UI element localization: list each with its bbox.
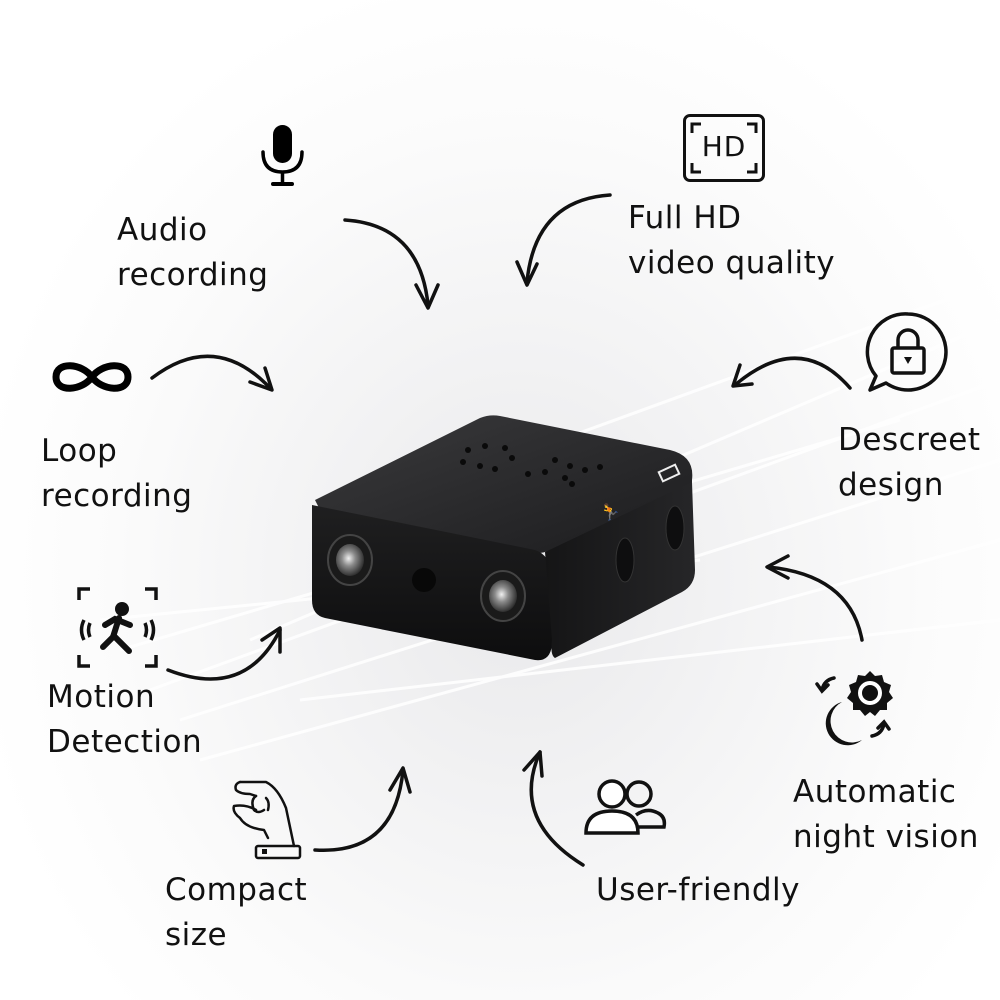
pinching-hand-icon [232,780,302,860]
label-line: Audio [117,212,208,248]
motion-detection-icon [77,587,158,668]
infinity-icon [52,362,132,392]
feature-label-compact: Compact size [165,868,307,958]
label-line: Motion [47,679,156,715]
label-line: recording [117,257,269,293]
users-icon [584,779,667,835]
microphone-icon [261,125,304,186]
label-line: Full HD [628,200,742,236]
label-line: size [165,917,228,953]
mini-camera-device: 🏃 [312,415,695,661]
day-night-switch-icon [815,671,893,746]
hd-video-icon: HD [683,114,765,182]
feature-label-discreet: Descreet design [838,418,981,508]
label-line: video quality [628,245,836,281]
feature-label-night: Automatic night vision [793,770,979,860]
feature-label-loop: Loop recording [41,429,192,519]
label-line: Loop [41,433,118,469]
feature-label-hd: Full HD video quality [628,196,835,286]
label-line: night vision [793,819,979,855]
label-line: Compact [165,872,308,908]
label-line: Automatic [793,774,957,810]
label-line: Detection [47,724,203,760]
label-line: User-friendly [596,872,800,908]
label-line: recording [41,478,193,514]
feature-label-audio: Audio recording [117,208,268,298]
hd-icon-text: HD [701,130,747,163]
feature-label-motion: Motion Detection [47,675,202,765]
label-line: Descreet [838,422,981,458]
feature-label-user: User-friendly [596,868,800,913]
lock-speech-bubble-icon [865,312,948,392]
label-line: design [838,467,944,503]
